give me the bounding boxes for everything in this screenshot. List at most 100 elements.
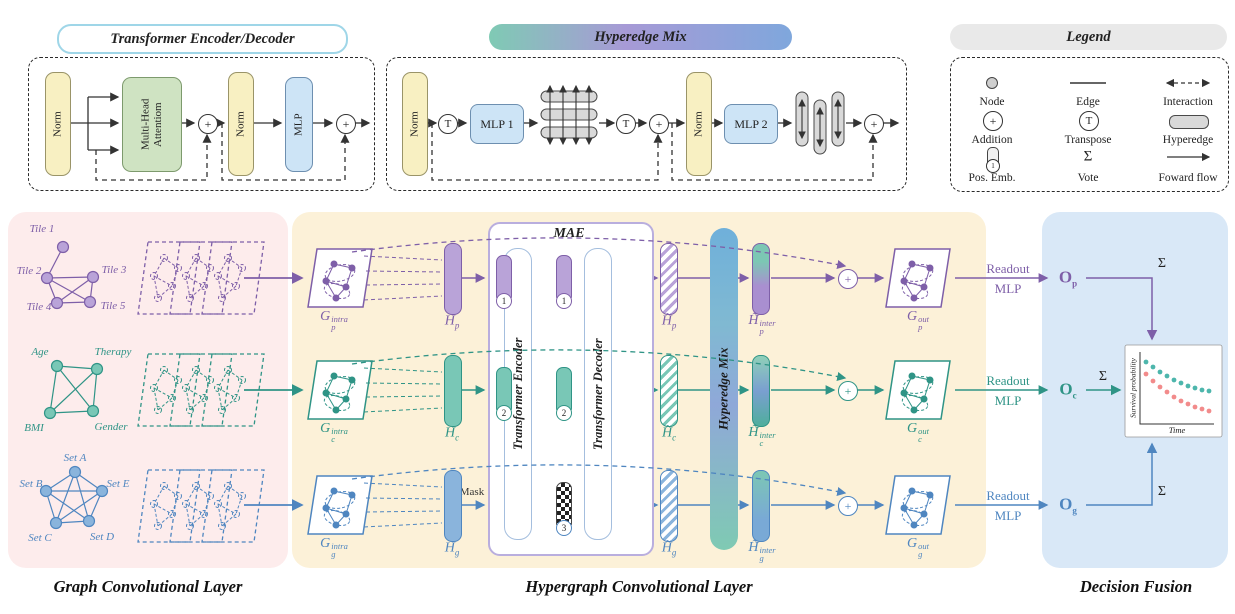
- readout-label-c: Readout: [986, 373, 1030, 388]
- vote-sigma-p: Σ: [1157, 256, 1167, 271]
- output-oc: Oc: [1059, 379, 1077, 401]
- h-tilde-pill-p: [660, 243, 678, 315]
- hyperedge-mix-bar: Hyperedge Mix: [710, 228, 738, 550]
- readout-label-g: Readout: [986, 488, 1030, 503]
- add-icon: +: [838, 269, 858, 289]
- graph-layer-title: Graph Convolutional Layer: [53, 577, 243, 596]
- hyperedge-mix-block-box: [386, 57, 907, 191]
- norm-block-4: Norm: [686, 72, 712, 176]
- legend-vote-label: Vote: [1077, 172, 1099, 184]
- legend-box: [950, 57, 1229, 192]
- multi-head-attention-block: Multi-Head Attentiom: [122, 77, 182, 172]
- pos-emb-1: 1: [556, 293, 572, 309]
- pos-emb-1: 1: [496, 293, 512, 309]
- hypergraph-layer-title: Hypergraph Convolutional Layer: [525, 577, 753, 596]
- readout-mlp-label-g: MLP: [994, 508, 1022, 523]
- add-icon: +: [649, 114, 669, 134]
- legend-hyperedge-label: Hyperedge: [1162, 134, 1214, 146]
- h-tilde-pill-g: [660, 470, 678, 542]
- node-label-sete: Set E: [106, 478, 130, 490]
- readout-label-p: Readout: [986, 261, 1030, 276]
- chart-xlabel: Time: [1168, 425, 1186, 435]
- graph-layer-panel: [8, 212, 288, 568]
- mae-label: MAE: [553, 226, 585, 241]
- transformer-block-box: [28, 57, 375, 191]
- node-label-tile2: Tile 2: [16, 265, 42, 277]
- pos-emb-2: 2: [556, 405, 572, 421]
- legend-edge-label: Edge: [1076, 96, 1100, 108]
- output-op: Op: [1058, 267, 1078, 289]
- readout-mlp-label-p: MLP: [994, 281, 1022, 296]
- legend-interaction-label: Interaction: [1163, 96, 1213, 108]
- add-icon: +: [864, 114, 884, 134]
- norm-block-2: Norm: [228, 72, 254, 176]
- transformer-decoder-column: Transformer Decoder: [584, 248, 612, 540]
- node-label-setd: Set D: [89, 531, 115, 543]
- add-icon: +: [198, 114, 218, 134]
- pos-emb-3: 3: [556, 520, 572, 536]
- decision-fusion-title: Decision Fusion: [1079, 577, 1193, 596]
- chart-ylabel: Survival probability: [1128, 358, 1138, 418]
- pos-emb-digit-icon: 1: [986, 159, 1000, 173]
- legend-posemb-label: Pos. Emb.: [968, 172, 1016, 184]
- node-label-seta: Set A: [63, 452, 87, 464]
- hyperedge-icon: [1169, 115, 1209, 129]
- legend-transpose-label: Transpose: [1064, 134, 1112, 146]
- node-label-tile4: Tile 4: [26, 301, 52, 313]
- h-pill-p: [444, 243, 462, 315]
- h-tilde-pill-c: [660, 355, 678, 427]
- h-c-label: Hc: [444, 425, 460, 443]
- node-label-tile3: Tile 3: [101, 264, 127, 276]
- vote-sigma-c: Σ: [1098, 369, 1108, 384]
- h-inter-pill-c: [752, 355, 770, 427]
- output-og: Og: [1059, 494, 1077, 516]
- mlp2-block: MLP 2: [724, 104, 778, 144]
- h-pill-c: [444, 355, 462, 427]
- legend-title: Legend: [950, 24, 1227, 50]
- h-g-label: Hg: [444, 540, 460, 558]
- masked-token-pill-g: [556, 482, 572, 530]
- mlp1-block: MLP 1: [470, 104, 524, 144]
- add-icon: +: [838, 496, 858, 516]
- node-label-gender: Gender: [94, 421, 128, 433]
- legend-node-label: Node: [979, 96, 1005, 108]
- h-p-label: Hp: [444, 313, 460, 331]
- node-label-setc: Set C: [28, 532, 52, 544]
- mlp-block: MLP: [285, 77, 313, 172]
- norm-block-1: Norm: [45, 72, 71, 176]
- h-inter-pill-g: [752, 470, 770, 542]
- h-tilde-g-label: H̃g: [661, 540, 677, 558]
- legend-addition-label: Addition: [971, 134, 1013, 146]
- add-icon: +: [336, 114, 356, 134]
- node-label-tile5: Tile 5: [100, 300, 126, 312]
- transpose-icon: T: [438, 114, 458, 134]
- transpose-icon: T: [1079, 111, 1099, 131]
- node-label-age: Age: [31, 346, 49, 358]
- legend-forward-label: Foward flow: [1158, 172, 1218, 184]
- add-icon: +: [983, 111, 1003, 131]
- vote-sigma-g: Σ: [1157, 484, 1167, 499]
- add-icon: +: [838, 381, 858, 401]
- h-pill-g: [444, 470, 462, 542]
- norm-block-3: Norm: [402, 72, 428, 176]
- node-label-tile1: Tile 1: [29, 223, 55, 235]
- node-label-bmi: BMI: [24, 422, 44, 434]
- hyperedge-mix-block-title: Hyperedge Mix: [489, 24, 792, 50]
- vote-icon: Σ: [1083, 148, 1093, 165]
- transpose-icon: T: [616, 114, 636, 134]
- h-tilde-p-label: H̃p: [661, 313, 677, 331]
- transformer-block-title: Transformer Encoder/Decoder: [57, 24, 348, 54]
- mask-label: Mask: [459, 486, 485, 498]
- node-label-therapy: Therapy: [94, 346, 132, 358]
- readout-mlp-label-c: MLP: [994, 393, 1022, 408]
